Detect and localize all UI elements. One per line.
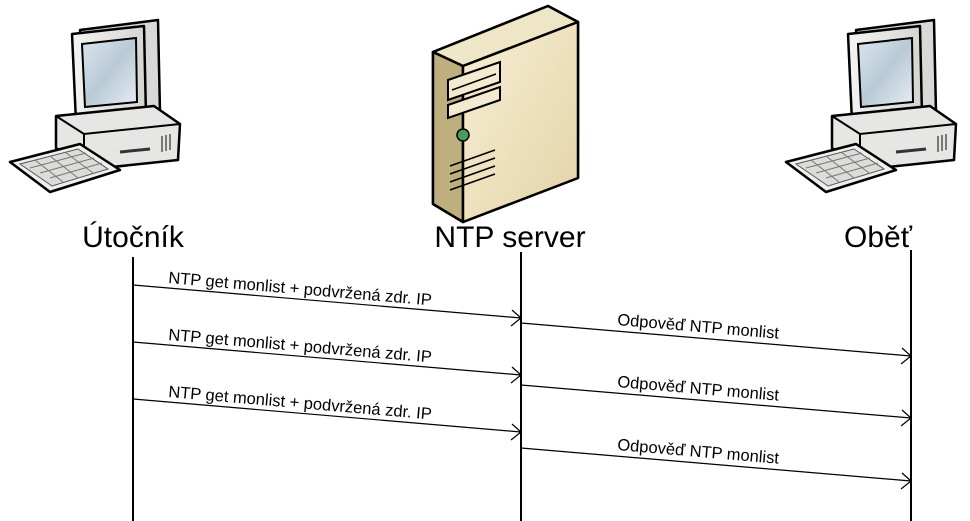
message-3-label: NTP get monlist + podvržená zdr. IP [168,326,433,366]
message-5-label: NTP get monlist + podvržená zdr. IP [168,383,433,423]
message-1: NTP get monlist + podvržená zdr. IP [132,269,522,327]
message-5-arrowhead [510,423,522,441]
actor-label-server: NTP server [434,221,585,254]
message-1-label: NTP get monlist + podvržená zdr. IP [168,269,433,309]
message-3-arrowhead [510,366,522,384]
message-3-arrow [132,341,522,376]
message-1-arrowhead [510,309,522,327]
message-2-arrow [520,322,912,357]
message-4: Odpověď NTP monlist [520,373,912,427]
message-2: Odpověď NTP monlist [520,311,912,365]
message-6: Odpověď NTP monlist [520,436,912,490]
server-tower-icon [431,4,580,224]
message-6-arrow [520,447,912,482]
attacker-computer-icon [8,18,182,194]
message-5: NTP get monlist + podvržená zdr. IP [132,383,522,441]
message-1-arrow [132,284,522,319]
victim-computer-icon [784,18,958,194]
actor-label-victim: Oběť [844,221,913,254]
message-5-arrow [132,398,522,433]
message-3: NTP get monlist + podvržená zdr. IP [132,326,522,384]
actor-label-attacker: Útočník [82,221,185,254]
message-4-arrow [520,384,912,419]
message-2-arrowhead [900,347,912,365]
message-4-arrowhead [900,409,912,427]
message-6-arrowhead [900,472,912,490]
